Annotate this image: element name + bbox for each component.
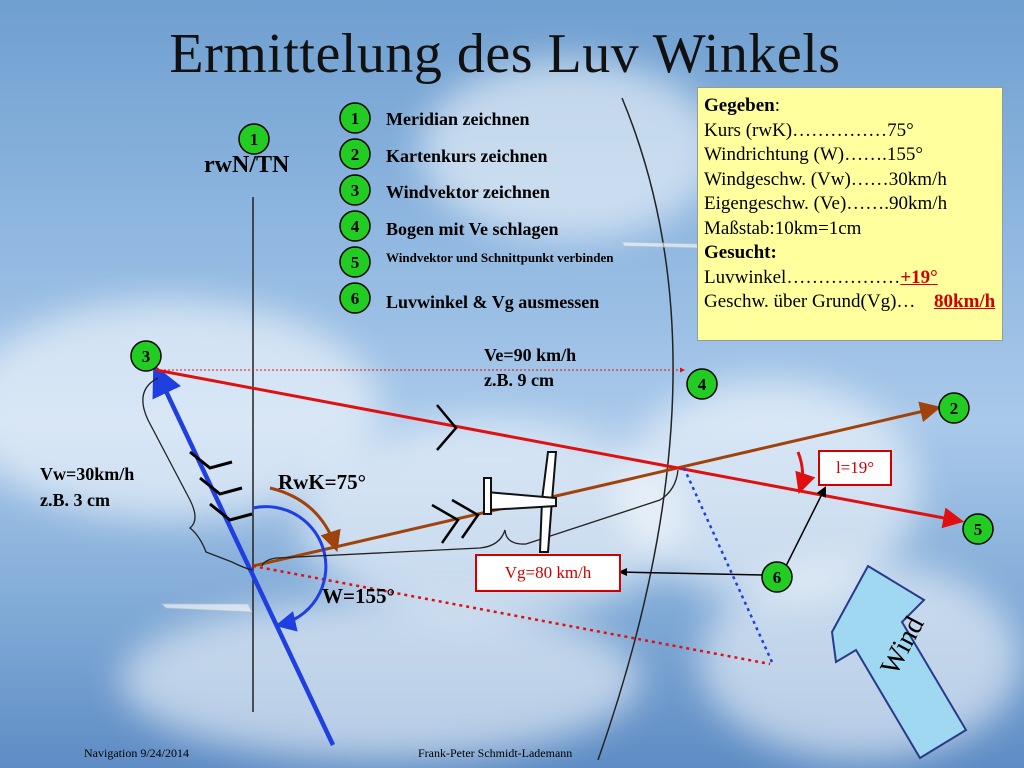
heading-chevron <box>436 404 458 451</box>
drift-angle-arc <box>795 451 816 494</box>
svg-text:4: 4 <box>698 375 707 394</box>
wind-chevron <box>209 502 253 522</box>
marker-6: 6 <box>761 561 793 593</box>
svg-text:2: 2 <box>351 145 360 164</box>
diagram-markers: 1 2 3 4 5 6 <box>130 123 994 593</box>
step-text-5: Windvektor und Schnittpunkt verbinden <box>386 250 614 265</box>
step-text-6: Luvwinkel & Vg ausmessen <box>386 292 600 312</box>
heading-line <box>155 368 965 529</box>
given-heading: Gegeben <box>704 95 775 116</box>
course-line <box>252 401 942 568</box>
page-title: Ermittelung des Luv Winkels <box>169 23 841 85</box>
step-marker-1: 1 <box>339 102 371 134</box>
given-row: Kurs (rwK)……………75° <box>704 119 914 141</box>
drift-angle-box: l=19° <box>818 450 892 486</box>
wind-angle-arc <box>252 505 328 632</box>
aircraft-silhouette <box>621 241 701 249</box>
step-markers: 1 2 3 4 5 6 <box>339 102 371 314</box>
ve-scale-label: z.B. 9 cm <box>484 370 554 390</box>
step-text-2: Kartenkurs zeichnen <box>386 146 548 166</box>
marker-2: 2 <box>938 392 970 424</box>
vw-brace <box>142 377 253 571</box>
footer-left: Navigation 9/24/2014 <box>84 746 189 760</box>
wind-vector-line <box>152 364 336 746</box>
step-text-4: Bogen mit Ve schlagen <box>386 219 559 239</box>
svg-text:3: 3 <box>351 181 360 200</box>
vg-brace <box>261 469 679 567</box>
svg-text:2: 2 <box>950 399 959 418</box>
given-box: Gegeben: Kurs (rwK)……………75° Windrichtung… <box>697 87 1003 341</box>
ve-label: Ve=90 km/h <box>484 345 577 365</box>
luv-result: +19° <box>900 266 938 288</box>
given-row: Eigengeschw. (Ve)…….90km/h <box>704 193 948 214</box>
marker-3: 3 <box>130 340 162 372</box>
wind-chevron <box>189 450 233 470</box>
given-row: Maßstab:10km=1cm <box>704 217 862 239</box>
aircraft-silhouette <box>160 603 253 613</box>
svg-text:3: 3 <box>142 347 151 366</box>
wind-chevron <box>199 476 243 496</box>
svg-text:1: 1 <box>351 109 360 128</box>
marker-4: 4 <box>686 368 718 400</box>
sought-heading: Gesucht: <box>704 242 777 263</box>
step-marker-4: 4 <box>339 210 371 242</box>
glider-icon <box>483 451 558 553</box>
footer-right: Frank-Peter Schmidt-Lademann <box>418 746 573 760</box>
svg-text:1: 1 <box>250 130 259 149</box>
svg-text:5: 5 <box>351 253 360 272</box>
ve-arc <box>597 97 674 761</box>
given-row: Windrichtung (W)…….155° <box>704 144 923 165</box>
wind-direction-arrow <box>830 564 968 760</box>
step-text-1: Meridian zeichnen <box>386 109 530 129</box>
north-label: rwN/TN <box>204 152 290 178</box>
l-pointer <box>784 486 826 569</box>
step-marker-5: 5 <box>339 246 371 278</box>
svg-text:4: 4 <box>351 217 360 236</box>
step-marker-2: 2 <box>339 138 371 170</box>
marker-5: 5 <box>962 513 994 545</box>
cloud <box>420 60 720 240</box>
vg-pointer <box>609 566 766 578</box>
step-marker-6: 6 <box>339 282 371 314</box>
vw-scale-label: z.B. 3 cm <box>40 490 110 510</box>
vg-box: Vg=80 km/h <box>475 554 621 592</box>
parallel-wind-line <box>682 467 774 663</box>
course-angle-arc <box>269 486 341 552</box>
step-text-3: Windvektor zeichnen <box>386 182 550 202</box>
w-label: W=155° <box>322 584 395 608</box>
luv-label: Luvwinkel……………… <box>704 266 901 288</box>
given-row: Windgeschw. (Vw)……30km/h <box>704 168 947 190</box>
step-marker-3: 3 <box>339 174 371 206</box>
svg-text:6: 6 <box>351 289 360 308</box>
course-chevron <box>431 503 460 544</box>
vg-result: 80km/h <box>934 291 996 312</box>
vw-label: Vw=30km/h <box>40 464 135 484</box>
vg-pointer-head <box>618 568 627 576</box>
marker-1: 1 <box>238 123 270 155</box>
cloud <box>120 600 640 760</box>
svg-text:6: 6 <box>773 568 782 587</box>
course-chevron <box>451 498 480 539</box>
rwk-label: RwK=75° <box>278 470 367 494</box>
vg-label: Geschw. über Grund(Vg)… <box>704 291 916 312</box>
svg-text:5: 5 <box>974 520 983 539</box>
